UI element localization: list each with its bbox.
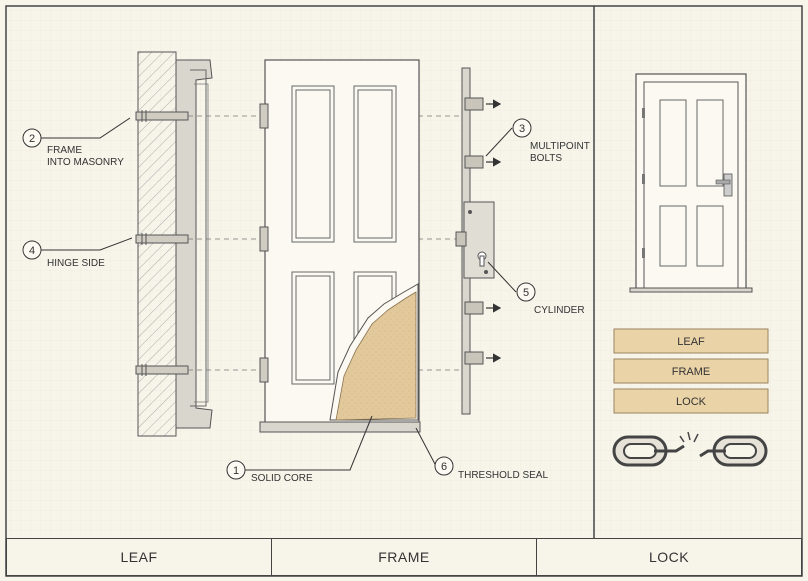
legend-item-lock: LOCK: [613, 388, 769, 414]
solid-core-cutaway: [329, 283, 419, 421]
svg-text:LEAF: LEAF: [677, 336, 705, 348]
svg-text:THRESHOLD SEAL: THRESHOLD SEAL: [458, 470, 548, 481]
svg-text:CYLINDER: CYLINDER: [534, 305, 585, 316]
callout-4: 4 HINGE SIDE: [22, 240, 105, 269]
svg-text:FRAME: FRAME: [672, 366, 711, 378]
leader-lines: [40, 117, 517, 471]
svg-text:MULTIPOINT: MULTIPOINT: [530, 141, 590, 152]
callout-6: 6 THRESHOLD SEAL: [434, 456, 548, 481]
svg-text:4: 4: [29, 245, 35, 257]
multipoint-lock: [455, 67, 495, 415]
svg-text:BOLTS: BOLTS: [530, 153, 562, 164]
callout-1: 1 SOLID CORE: [226, 460, 313, 484]
legend-item-leaf: LEAF: [613, 328, 769, 354]
footer-tab-frame: FRAME: [272, 539, 537, 575]
footer-tab-lock: LOCK: [648, 549, 690, 565]
footer-tab-leaf: LEAF: [7, 539, 272, 575]
door-elevation: [629, 73, 753, 293]
svg-text:3: 3: [519, 123, 525, 135]
svg-text:LOCK: LOCK: [676, 396, 707, 408]
fixing-bolts: [135, 110, 189, 376]
alignment-lines: [188, 115, 462, 371]
legend-item-frame: FRAME: [613, 358, 769, 384]
svg-text:SOLID CORE: SOLID CORE: [251, 473, 313, 484]
callout-2: 2 FRAME INTO MASONRY: [22, 128, 124, 168]
svg-text:2: 2: [29, 133, 35, 145]
broken-chain-icon: [612, 431, 768, 467]
footer-tabs: LEAF FRAME LOCK: [6, 538, 802, 576]
svg-text:6: 6: [441, 461, 447, 473]
svg-text:HINGE SIDE: HINGE SIDE: [47, 258, 105, 269]
svg-text:INTO MASONRY: INTO MASONRY: [47, 157, 124, 168]
svg-text:FRAME: FRAME: [47, 145, 82, 156]
svg-text:5: 5: [523, 287, 529, 299]
bolt-arrows: [486, 99, 502, 363]
callout-5: 5 CYLINDER: [516, 282, 585, 316]
legend: LEAF FRAME LOCK: [613, 328, 769, 414]
masonry-wall: [137, 51, 177, 437]
callout-3: 3 MULTIPOINT BOLTS: [512, 118, 590, 164]
svg-text:1: 1: [233, 465, 239, 477]
frame-profile: [175, 59, 213, 429]
